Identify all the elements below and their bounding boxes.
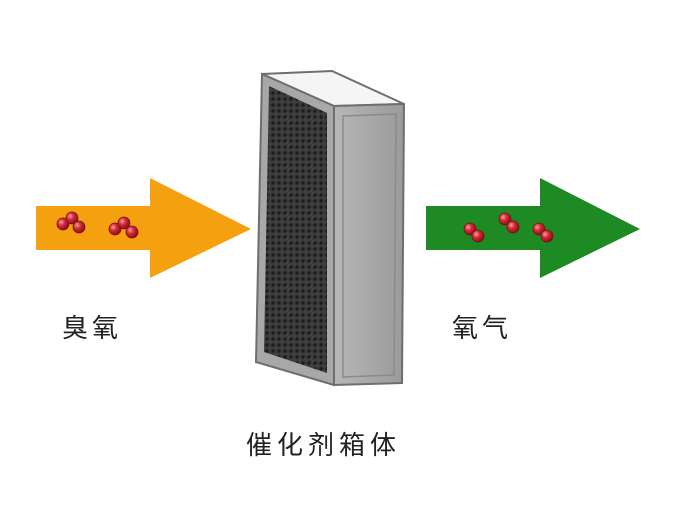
ozone-molecule (56, 211, 86, 234)
output-label: 氧气 (452, 314, 513, 344)
box-side-face (333, 102, 406, 387)
oxygen-molecule (532, 222, 554, 243)
ozone-molecule (108, 216, 139, 239)
oxygen-molecule (463, 222, 485, 243)
box-mesh (264, 86, 327, 373)
output-molecules (463, 212, 554, 243)
input-molecules (56, 211, 139, 239)
input-arrow (36, 178, 251, 278)
catalyst-box (254, 69, 406, 387)
oxygen-molecule (498, 212, 520, 234)
input-label: 臭氧 (62, 314, 123, 344)
box-label: 催化剂箱体 (246, 431, 402, 461)
